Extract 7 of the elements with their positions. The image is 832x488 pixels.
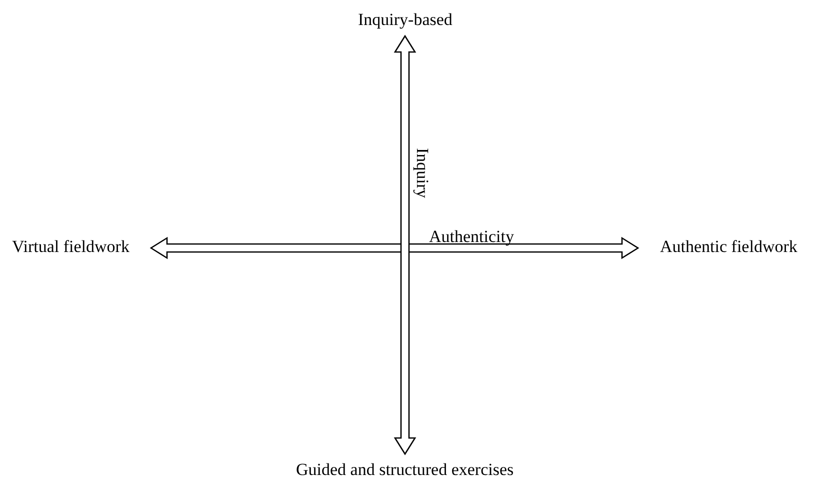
- double-arrow: [150, 236, 640, 260]
- pole-label: Virtual fieldwork: [12, 237, 130, 257]
- pole-label: Guided and structured exercises: [296, 460, 514, 480]
- pole-label: Inquiry-based: [358, 10, 452, 30]
- pole-label: Authentic fieldwork: [660, 237, 798, 257]
- double-arrow: [394, 34, 416, 456]
- axis-label: Authenticity: [429, 227, 514, 247]
